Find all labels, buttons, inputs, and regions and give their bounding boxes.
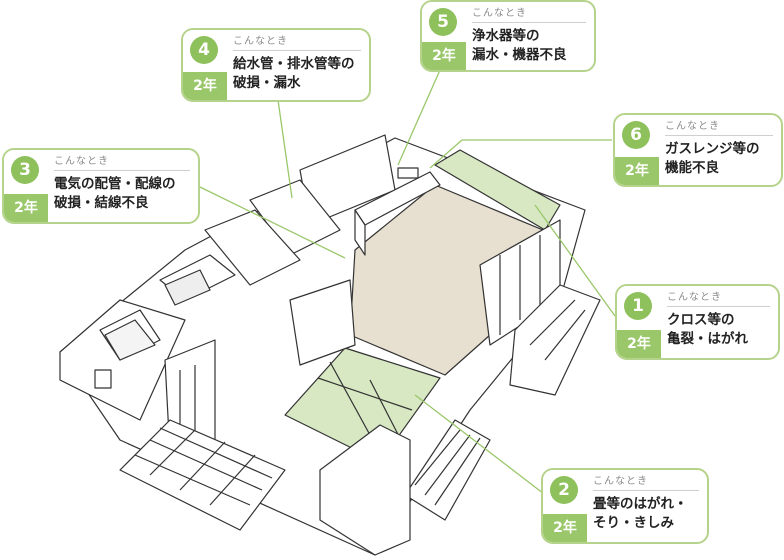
when-label: こんなとき [54,152,190,171]
callout-5: 5 2年 こんなとき 浄水器等の 漏水・機器不良 [420,0,596,72]
defect-line-2: そり・きしみ [593,515,674,531]
leader-5 [397,69,441,166]
callout-number-block: 6 2年 [615,115,659,185]
side-stairs [404,419,491,521]
leader-1 [534,204,616,317]
defect-line-2: 漏水・機器不良 [472,47,567,63]
when-label: こんなとき [233,32,361,51]
callout-number-block: 2 2年 [543,470,587,542]
kitchen-floor [434,149,561,231]
years-label: 2年 [543,514,587,542]
defect-line-1: 畳等のはがれ・ [593,496,688,512]
defect-line-1: ガスレンジ等の [665,141,760,157]
number-badge: 6 [622,121,650,149]
number-badge: 3 [11,156,39,184]
defect-line-1: クロス等の [667,312,735,328]
callout-number-block: 3 2年 [4,150,48,222]
years-label: 2年 [183,72,227,100]
deck-right [509,284,601,396]
wash-basin [164,269,211,306]
years-label: 2年 [422,42,466,70]
when-label: こんなとき [665,117,773,136]
when-label: こんなとき [472,4,586,23]
defect-line-2: 破損・漏水 [233,75,301,91]
years-label: 2年 [4,194,48,222]
defect-line-2: 亀裂・はがれ [667,331,748,347]
years-label: 2年 [617,330,661,358]
callout-4: 4 2年 こんなとき 給水管・排水管等の 破損・漏水 [181,28,371,102]
number-badge: 5 [429,8,457,36]
years-label: 2年 [615,157,659,185]
gas-range [397,167,419,179]
defect-line-2: 機能不良 [665,160,719,176]
defect-line-1: 電気の配管・配線の [54,176,176,192]
callout-number-block: 4 2年 [183,30,227,100]
when-label: こんなとき [593,472,699,491]
number-badge: 2 [550,476,578,504]
leader-2 [414,394,549,498]
callout-2: 2 2年 こんなとき 畳等のはがれ・ そり・きしみ [541,468,709,544]
callout-1: 1 2年 こんなとき クロス等の 亀裂・はがれ [615,284,780,360]
defect-line-2: 破損・結線不良 [54,195,149,211]
when-label: こんなとき [667,288,770,307]
defect-line-1: 給水管・排水管等の [233,56,355,72]
bathtub [104,319,156,361]
callout-number-block: 5 2年 [422,2,466,70]
callout-number-block: 1 2年 [617,286,661,358]
number-badge: 1 [624,292,652,320]
number-badge: 4 [190,36,218,64]
leader-3 [199,186,346,259]
callout-3: 3 2年 こんなとき 電気の配管・配線の 破損・結線不良 [2,148,200,224]
leader-4 [277,99,293,199]
tatami-floor [284,347,441,463]
defect-line-1: 浄水器等の [472,28,540,44]
callout-6: 6 2年 こんなとき ガスレンジ等の 機能不良 [613,113,783,187]
